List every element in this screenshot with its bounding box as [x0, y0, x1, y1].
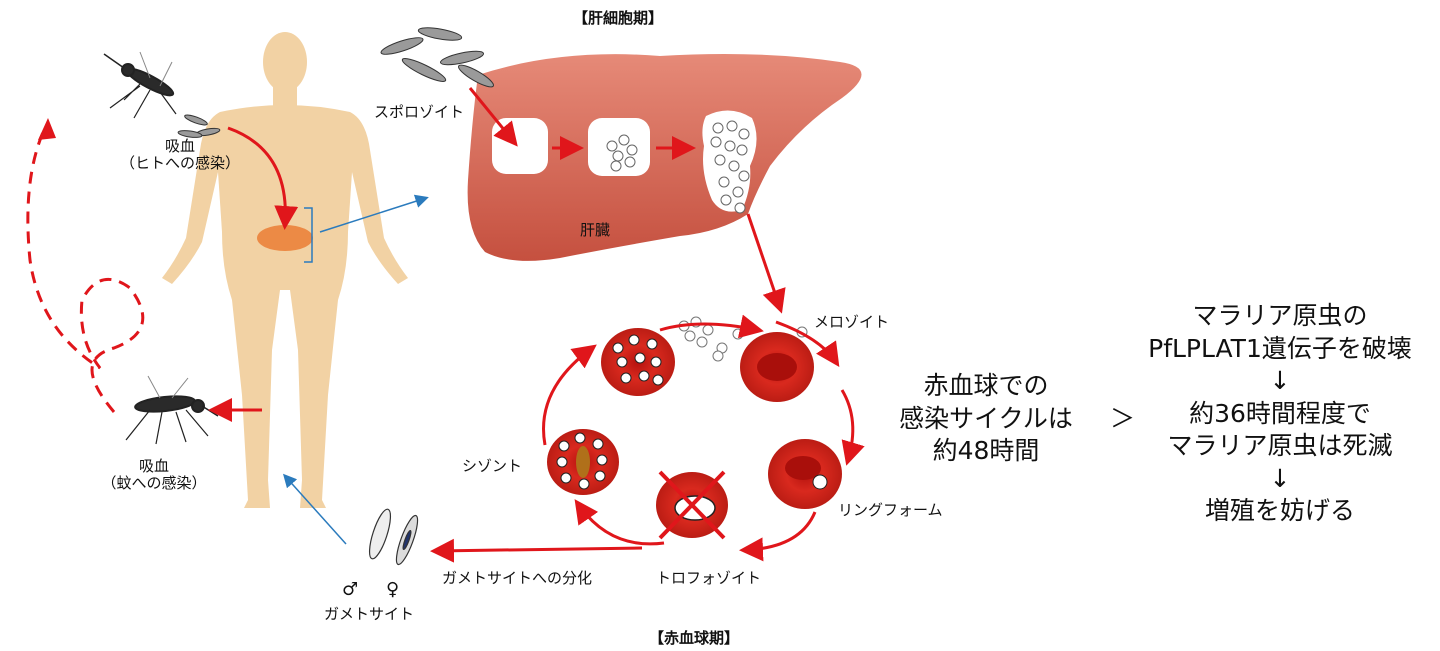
result-line4: マラリア原虫は死滅 [1140, 430, 1420, 463]
comparison-symbol: ＞ [1110, 403, 1135, 436]
cycle-note-line2: 感染サイクルは [886, 403, 1086, 436]
result-arrow1-icon: ↓ [1140, 365, 1420, 398]
bite-mosquito-line1: 吸血 [94, 458, 214, 475]
gametocyte-differentiation-label: ガメトサイトへの分化 [442, 570, 592, 587]
male-symbol-icon: ♂ [342, 580, 358, 601]
rbc-ring-form [768, 439, 842, 509]
human-body-silhouette [162, 32, 408, 508]
bite-human-line1: 吸血 [120, 138, 240, 155]
trophozoite-label: トロフォゾイト [656, 570, 761, 587]
liver-label: 肝臓 [580, 222, 610, 239]
rbc-trophozoite-blocked [656, 472, 728, 538]
rbc-schizont [547, 429, 619, 495]
gametocyte-label: ガメトサイト [324, 606, 414, 623]
liver-location-spot [257, 225, 313, 251]
mosquito-flight-arrowhead [38, 118, 56, 140]
result-line2: PfLPLAT1遺伝子を破壊 [1140, 333, 1420, 366]
cycle-note-line1: 赤血球での [886, 370, 1086, 403]
cycle-note-line3: 約48時間 [886, 435, 1086, 468]
rbc-merozoite-release [601, 328, 675, 396]
mosquito-bottom [126, 376, 218, 444]
result-line5: 増殖を妨げる [1140, 495, 1420, 528]
bite-mosquito-line2: （蚊への感染） [94, 475, 214, 492]
result-arrow2-icon: ↓ [1140, 463, 1420, 496]
gene-knockout-result-note: マラリア原虫の PfLPLAT1遺伝子を破壊 ↓ 約36時間程度で マラリア原虫… [1140, 300, 1420, 528]
rbc-healthy [740, 332, 814, 402]
schizont-label: シゾント [462, 458, 522, 475]
bite-human-line2: （ヒトへの感染） [120, 155, 240, 172]
result-line1: マラリア原虫の [1140, 300, 1420, 333]
liver-phase-title: 【肝細胞期】 [573, 10, 663, 27]
ring-form-label: リングフォーム [838, 502, 943, 519]
bite-human-label: 吸血 （ヒトへの感染） [120, 138, 240, 173]
bite-mosquito-label: 吸血 （蚊への感染） [94, 458, 214, 493]
female-symbol-icon: ♀ [386, 580, 399, 601]
blood-phase-title: 【赤血球期】 [649, 630, 739, 647]
gametocytes [365, 507, 421, 566]
sporozoite-label: スポロゾイト [374, 104, 464, 121]
merozoite-label: メロゾイト [814, 314, 889, 331]
mosquito-top [104, 52, 176, 118]
result-line3: 約36時間程度で [1140, 398, 1420, 431]
cycle-duration-note: 赤血球での 感染サイクルは 約48時間 [886, 370, 1086, 468]
